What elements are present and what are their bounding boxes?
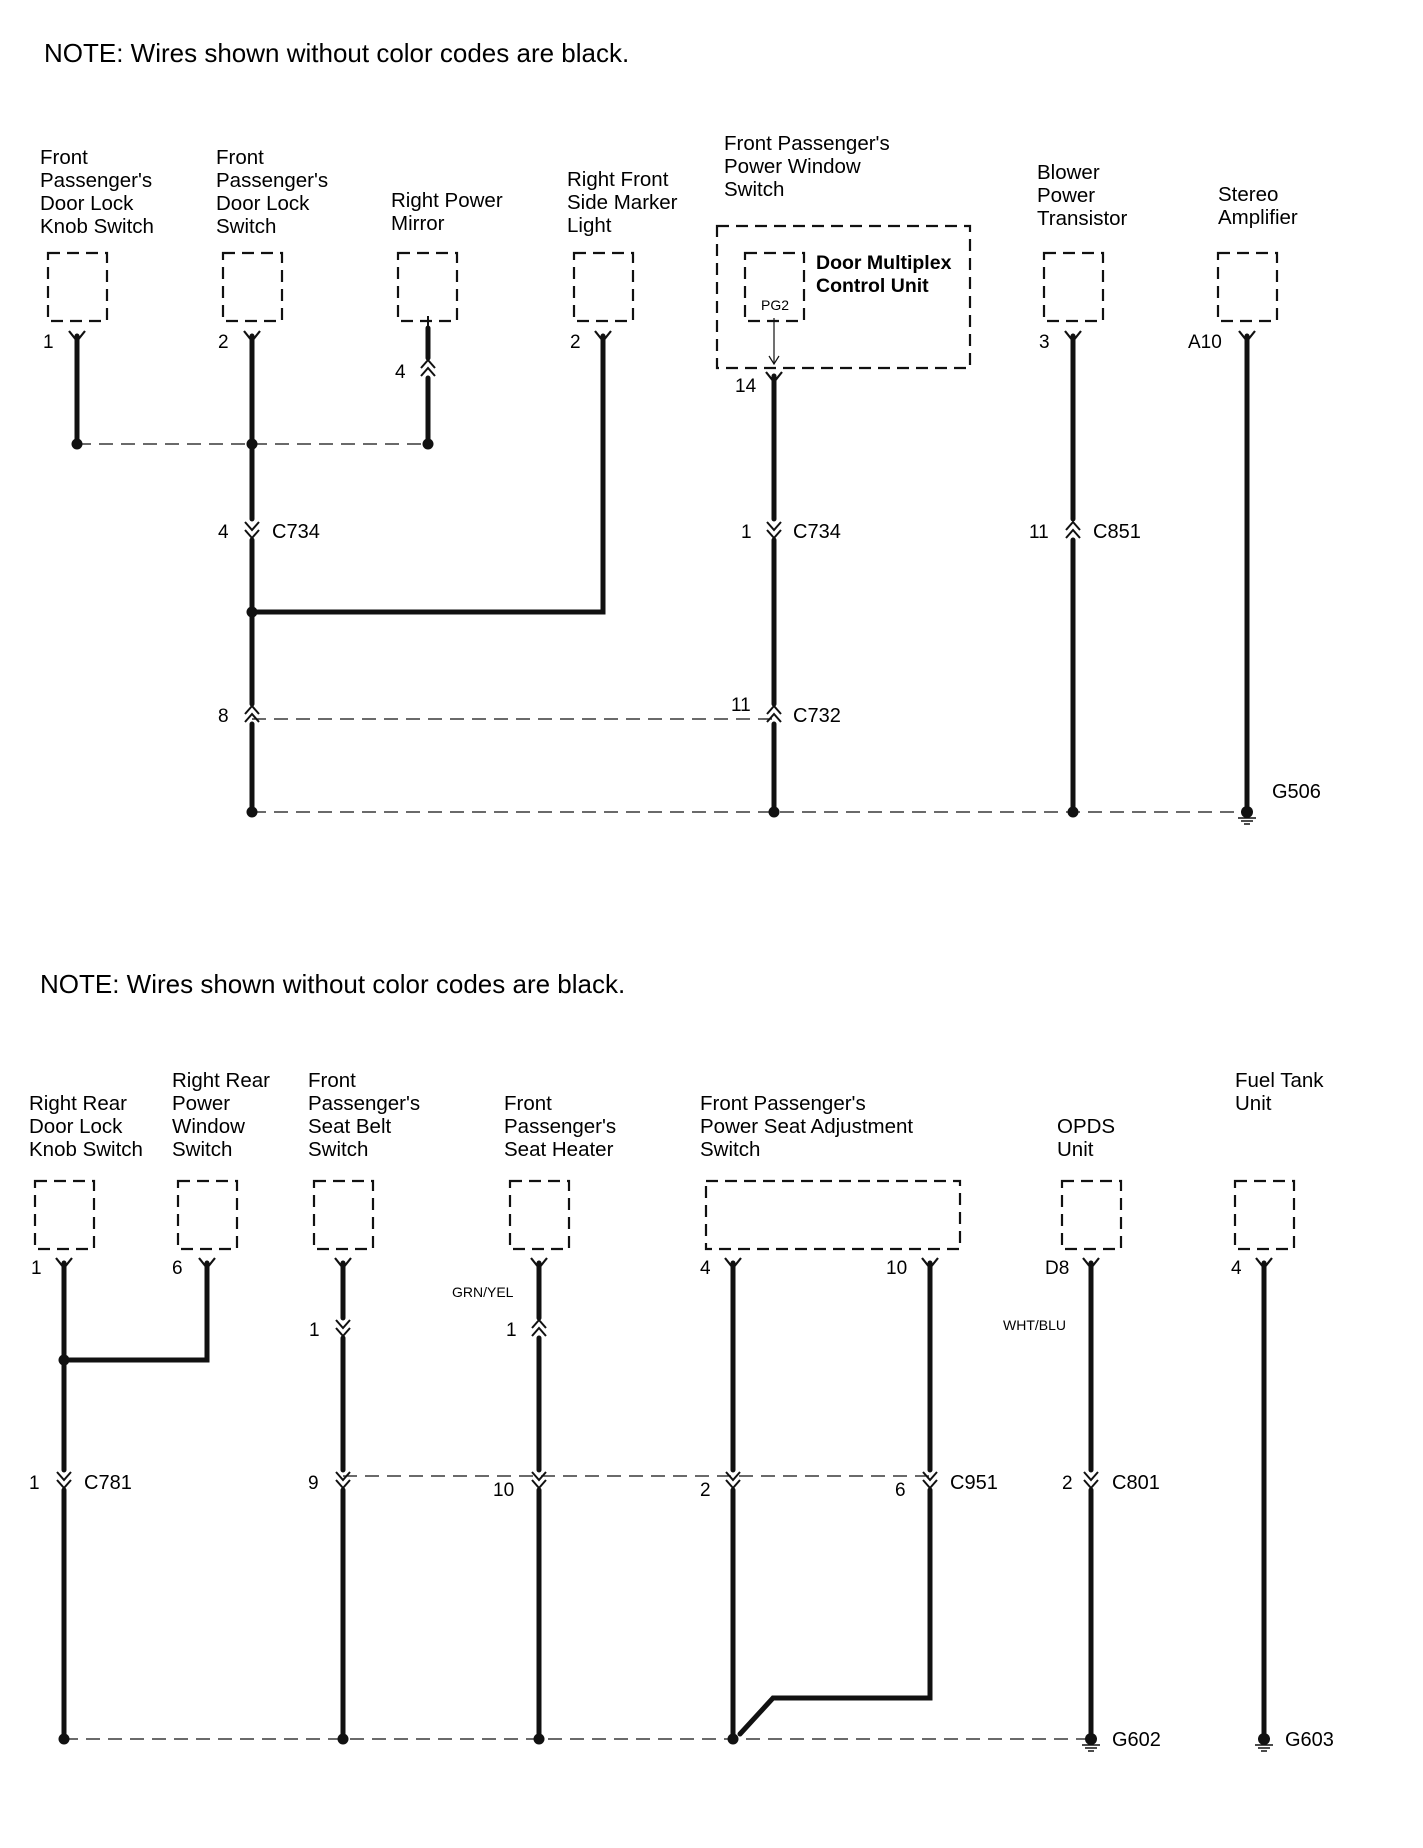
top-label-door-lock-switch: Front Passenger's Door Lock Switch xyxy=(216,146,334,238)
top-pin-14: 14 xyxy=(735,376,757,397)
top-c734-pin-4: 4 xyxy=(218,522,229,543)
bottom-c781: C781 xyxy=(84,1472,132,1494)
bottom-c951-pin-6: 6 xyxy=(895,1480,906,1501)
bottom-ground-g602: G602 xyxy=(1112,1729,1161,1751)
bottom-box-6 xyxy=(1060,1179,1123,1251)
bottom-box-5 xyxy=(704,1179,962,1251)
top-ground-g506: G506 xyxy=(1272,781,1321,803)
bottom-pin-6: 6 xyxy=(172,1258,183,1279)
top-pin-2b: 2 xyxy=(570,332,581,353)
top-label-right-front-side-marker-light: Right Front Side Marker Light xyxy=(567,168,683,237)
top-label-door-multiplex: Door Multiplex Control Unit xyxy=(816,252,957,297)
bottom-wire-grn-yel: GRN/YEL xyxy=(452,1284,514,1300)
bottom-c781-pin-1: 1 xyxy=(29,1473,40,1494)
bottom-label-seat-belt-switch: Front Passenger's Seat Belt Switch xyxy=(308,1069,426,1161)
top-label-right-power-mirror: Right Power Mirror xyxy=(391,189,508,235)
top-c734-right: C734 xyxy=(793,521,841,543)
bottom-pin-10: 10 xyxy=(886,1258,907,1279)
top-box-4 xyxy=(572,251,635,323)
bottom-c951: C951 xyxy=(950,1472,998,1494)
bottom-c801-pin-2: 2 xyxy=(1062,1473,1073,1494)
top-box-2 xyxy=(221,251,284,323)
top-note: NOTE: Wires shown without color codes ar… xyxy=(44,38,629,68)
top-label-door-lock-knob-switch: Front Passenger's Door Lock Knob Switch xyxy=(40,146,158,238)
bottom-pin-1: 1 xyxy=(31,1258,42,1279)
top-box-3 xyxy=(396,251,459,323)
top-label-stereo-amplifier: Stereo Amplifier xyxy=(1218,183,1298,229)
bottom-label-rr-door-lock-knob-switch: Right Rear Door Lock Knob Switch xyxy=(29,1092,143,1161)
top-pin-4: 4 xyxy=(395,362,406,383)
bottom-wire-wht-blu: WHT/BLU xyxy=(1003,1317,1066,1333)
top-box-6 xyxy=(1042,251,1105,323)
bottom-box-3 xyxy=(312,1179,375,1251)
bottom-pin-4: 4 xyxy=(700,1258,711,1279)
top-pin-1: 1 xyxy=(43,332,54,353)
top-label-blower-power-transistor: Blower Power Transistor xyxy=(1037,161,1128,230)
bottom-pin-fuel-4: 4 xyxy=(1231,1258,1242,1279)
bottom-label-power-seat-adjustment-switch: Front Passenger's Power Seat Adjustment … xyxy=(700,1092,919,1161)
top-c732-pin-8: 8 xyxy=(218,706,229,727)
bottom-c801: C801 xyxy=(1112,1472,1160,1494)
bottom-label-seat-heater: Front Passenger's Seat Heater xyxy=(504,1092,622,1161)
top-c851: C851 xyxy=(1093,521,1141,543)
bottom-box-4 xyxy=(508,1179,571,1251)
bottom-note: NOTE: Wires shown without color codes ar… xyxy=(40,969,625,999)
bottom-label-rr-power-window-switch: Right Rear Power Window Switch xyxy=(172,1069,276,1161)
bottom-box-1 xyxy=(33,1179,96,1251)
top-box-1 xyxy=(46,251,109,323)
top-c732: C732 xyxy=(793,705,841,727)
bottom-label-fuel-tank-unit: Fuel Tank Unit xyxy=(1235,1069,1329,1115)
bottom-pin-d8: D8 xyxy=(1045,1258,1069,1279)
top-box-7 xyxy=(1216,251,1279,323)
top-c732-pin-11: 11 xyxy=(731,695,751,716)
bottom-box-2 xyxy=(176,1179,239,1251)
bottom-c951-pin-9: 9 xyxy=(308,1473,319,1494)
top-c851-pin-11: 11 xyxy=(1029,522,1049,543)
bottom-pin-seat-belt-1: 1 xyxy=(309,1320,320,1341)
bottom-c951-pin-2: 2 xyxy=(700,1480,711,1501)
top-pin-a10: A10 xyxy=(1188,332,1222,353)
bottom-box-7 xyxy=(1233,1179,1296,1251)
top-box-power-window-switch xyxy=(715,224,972,370)
top-pin-2: 2 xyxy=(218,332,229,353)
bottom-ground-g603: G603 xyxy=(1285,1729,1334,1751)
top-c734-pin-1: 1 xyxy=(741,522,752,543)
bottom-c951-pin-10: 10 xyxy=(493,1480,514,1501)
top-pin-3: 3 xyxy=(1039,332,1050,353)
bottom-pin-seat-heater-1: 1 xyxy=(506,1320,517,1341)
top-c734-left: C734 xyxy=(272,521,320,543)
top-pin-pg2: PG2 xyxy=(761,297,789,313)
bottom-label-opds-unit: OPDS Unit xyxy=(1057,1115,1121,1161)
top-label-power-window-switch: Front Passenger's Power Window Switch xyxy=(724,132,895,201)
